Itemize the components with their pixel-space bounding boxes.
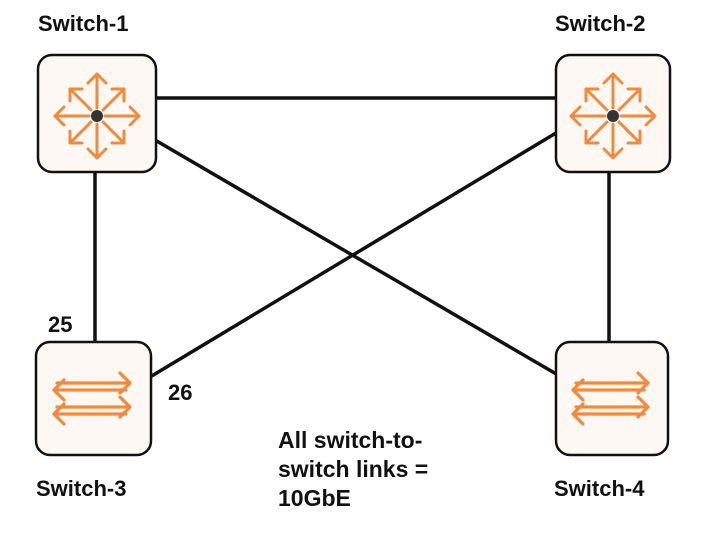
hub-dot-icon	[91, 110, 103, 122]
switch-4-box	[554, 340, 670, 457]
switch-3-label: Switch-3	[36, 476, 127, 501]
link-switch2-switch3	[149, 131, 557, 379]
core-switch-arrows-icon	[53, 72, 141, 160]
switch-2-node[interactable]	[554, 53, 672, 174]
port-label-25: 25	[48, 312, 73, 337]
note-line-2: switch links =	[278, 456, 429, 482]
links-layer	[93, 96, 611, 379]
core-switch-arrows-icon	[569, 72, 657, 160]
link-speed-note: All switch-to- switch links = 10GbE	[278, 426, 428, 513]
switch-1-node[interactable]	[36, 53, 158, 174]
link-switch1-switch4	[154, 138, 559, 377]
access-switch-arrows-icon	[52, 371, 132, 426]
switch-1-label: Switch-1	[38, 11, 129, 36]
note-line-1: All switch-to-	[278, 427, 423, 453]
port-label-26: 26	[168, 380, 193, 405]
switch-2-label: Switch-2	[555, 11, 646, 36]
switch-4-label: Switch-4	[554, 476, 645, 501]
access-switch-arrows-icon	[571, 371, 650, 426]
switch-4-node[interactable]	[554, 340, 670, 457]
note-line-3: 10GbE	[278, 485, 351, 511]
switch-3-node[interactable]	[34, 340, 153, 457]
switch-3-box	[34, 340, 153, 457]
hub-dot-icon	[607, 110, 619, 122]
